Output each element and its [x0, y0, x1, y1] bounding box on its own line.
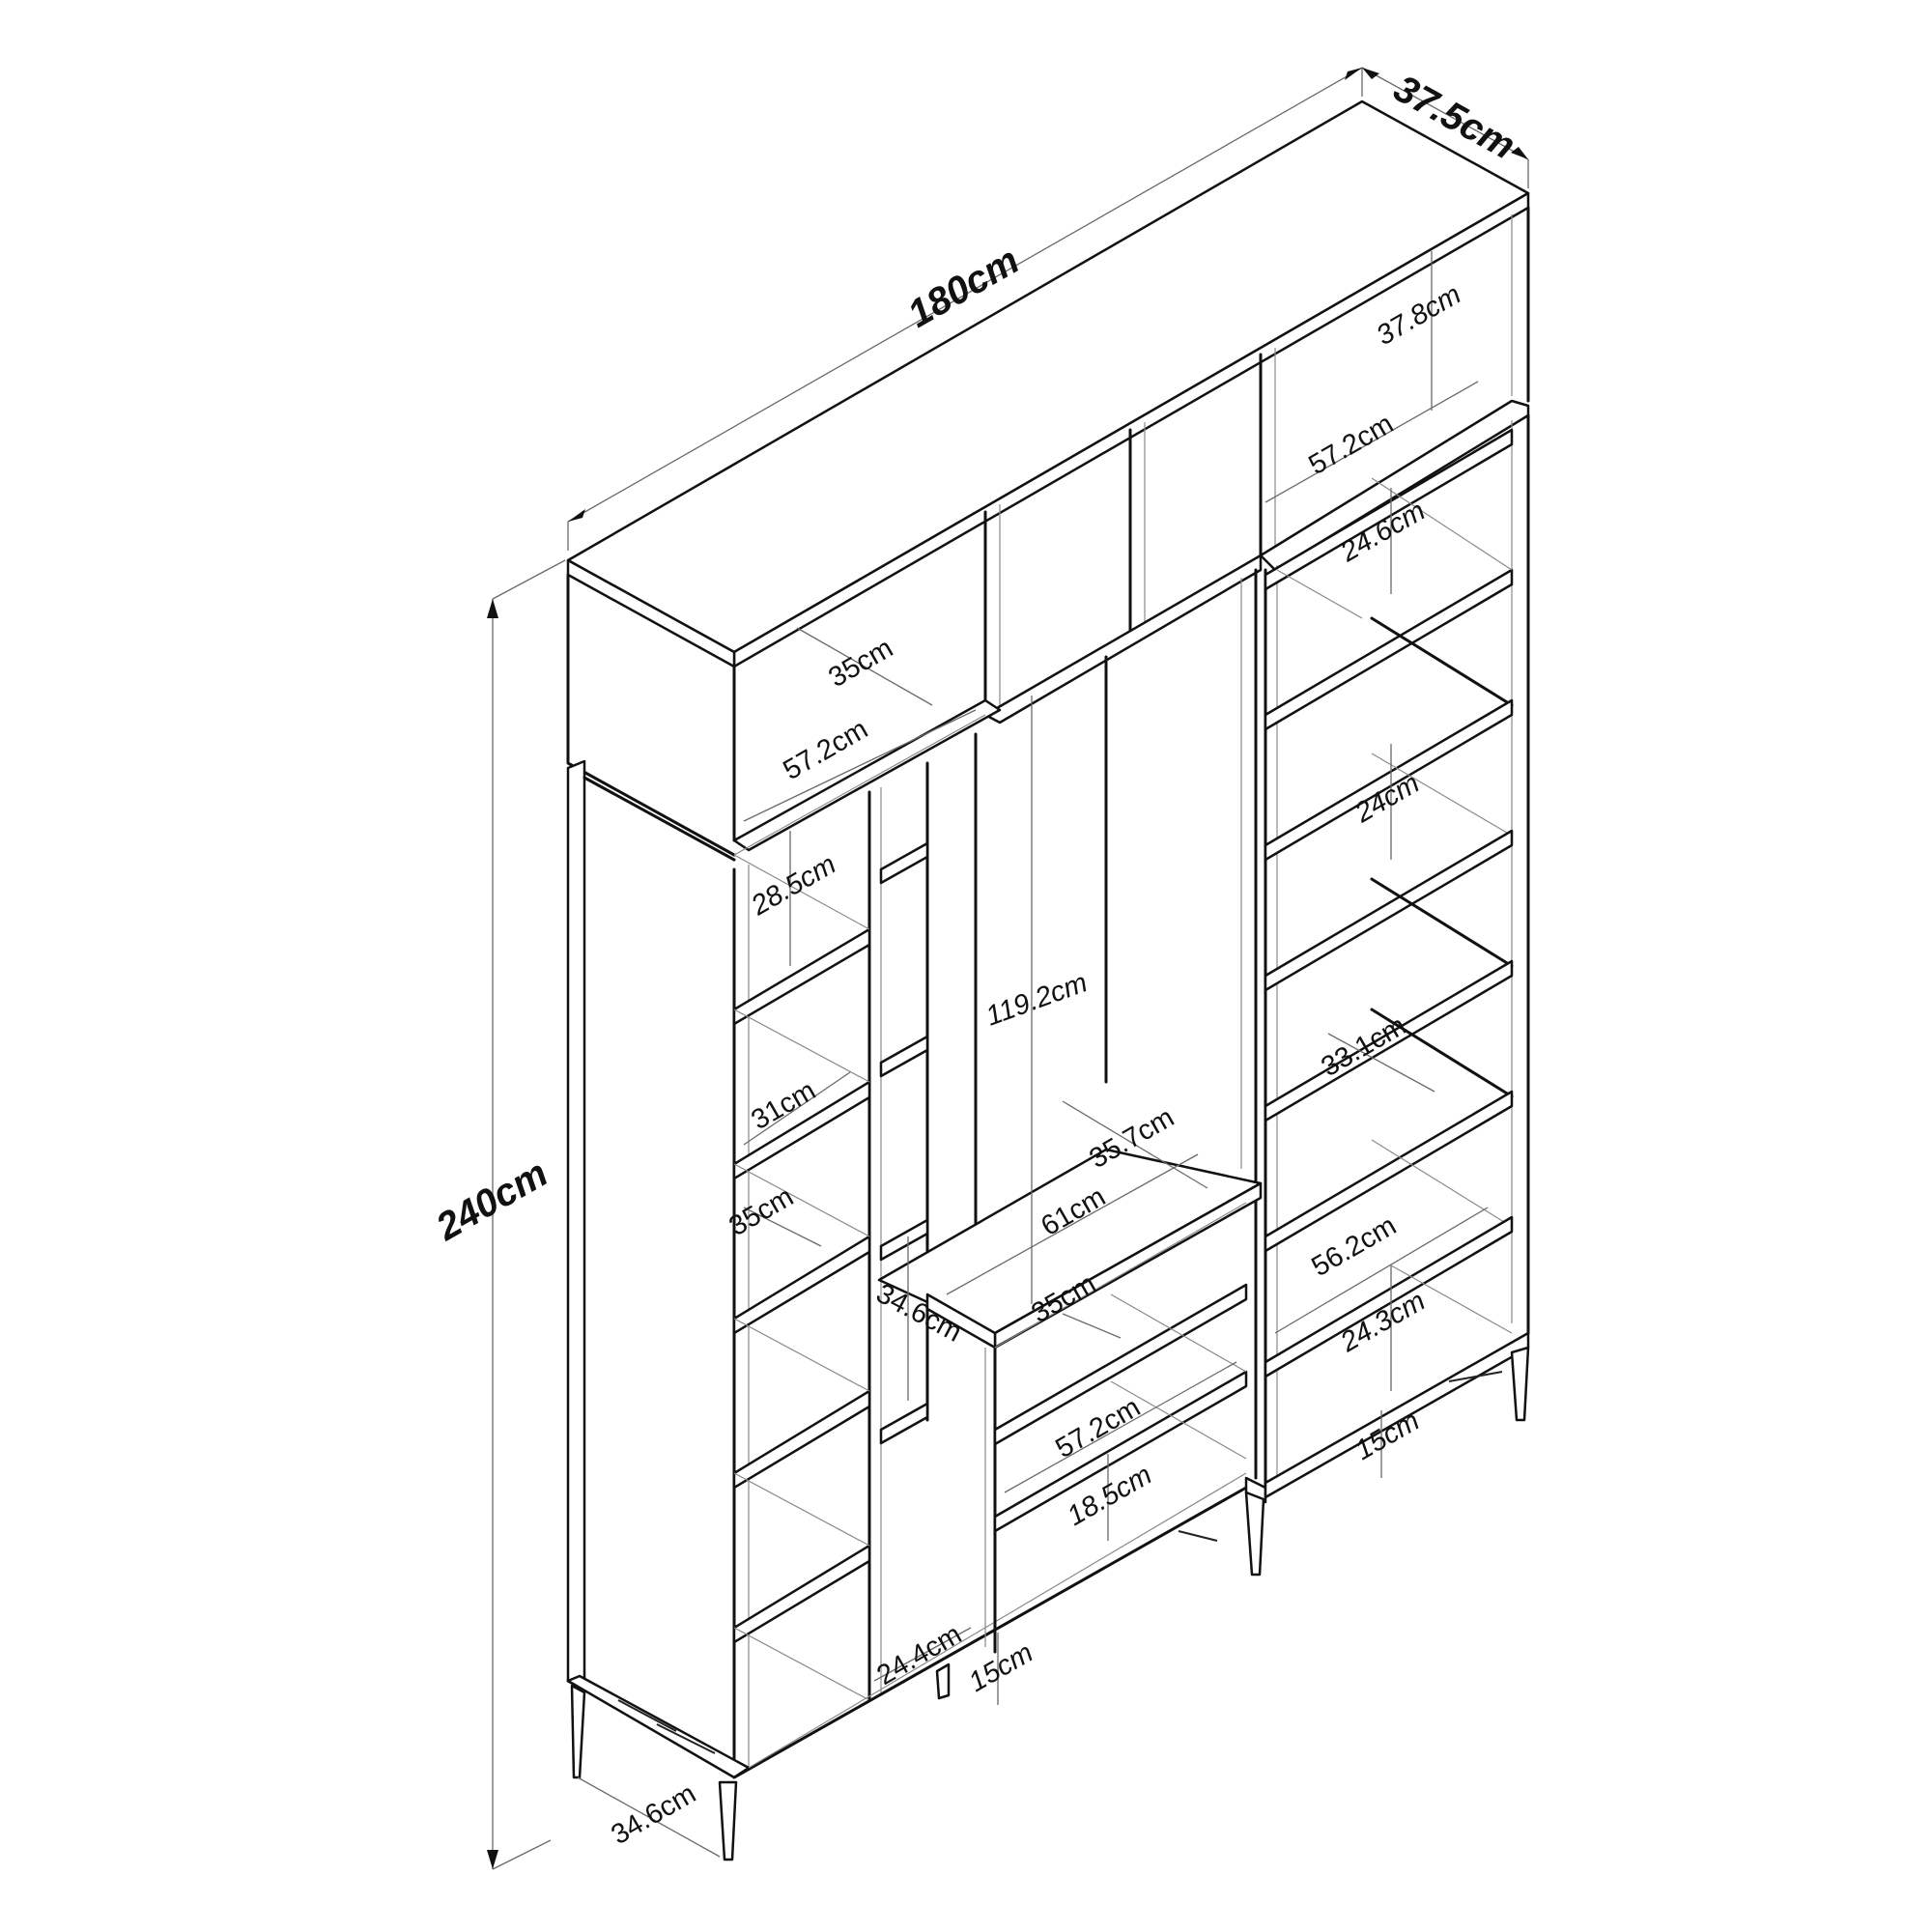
top-crown-module	[566, 99, 1530, 857]
overall-depth-dimension	[1361, 67, 1529, 188]
label-overall-height: 240cm	[429, 1151, 555, 1249]
label-right-inner-width: 56.2cm	[1307, 1210, 1402, 1283]
internal-dimension-lines	[577, 251, 1489, 1858]
overall-width-dimension	[567, 67, 1363, 551]
label-left-shelf-gap-top: 28.5cm	[746, 849, 841, 923]
right-tower	[1264, 413, 1530, 1499]
label-top-right-width: 57.2cm	[1304, 409, 1399, 481]
label-left-leg-depth: 34.6cm	[607, 1778, 701, 1851]
center-module	[877, 568, 1267, 1654]
label-top-left-depth: 35cm	[824, 633, 898, 694]
overall-height-dimension	[487, 559, 566, 1870]
left-tower	[566, 732, 1248, 1861]
label-center-leg-height: 15cm	[964, 1637, 1038, 1698]
label-right-shelf-depth: 33.1cm	[1317, 1010, 1411, 1083]
label-center-hanging-height: 119.2cm	[981, 967, 1091, 1032]
